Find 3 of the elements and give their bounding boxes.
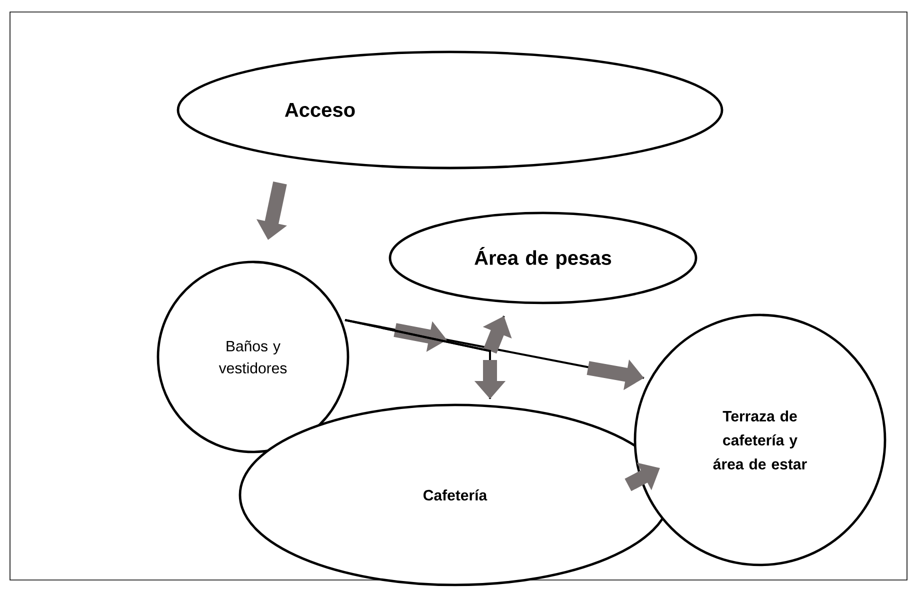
arrow: [344, 319, 506, 399]
node-label: Cafetería: [424, 489, 488, 501]
node-label: Terraza de cafetería y área de estar: [713, 410, 807, 470]
